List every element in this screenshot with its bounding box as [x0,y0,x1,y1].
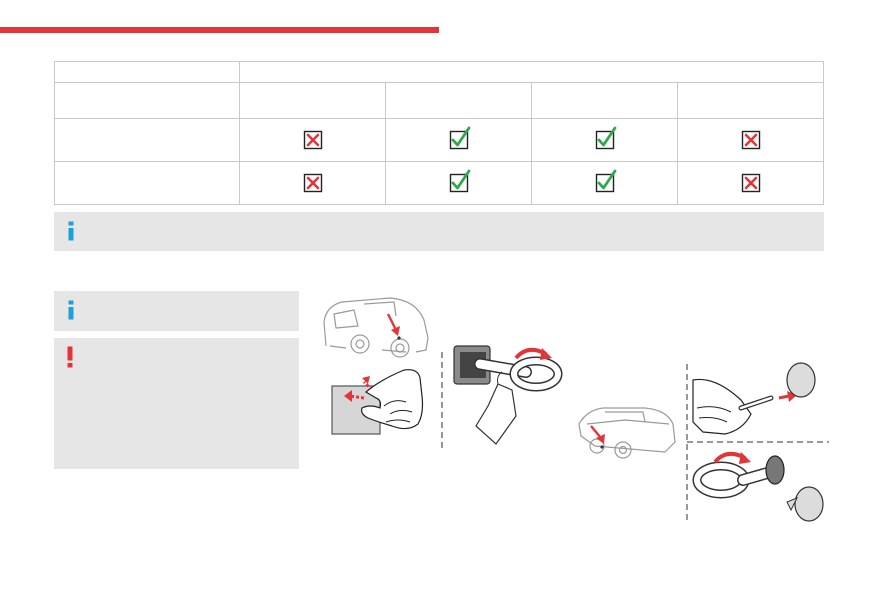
chapter-red-rule [0,27,439,33]
table-cell [385,118,532,162]
table-row-label [54,161,240,205]
table-subheader-cell [677,82,824,119]
van-front-towing-eye-illustration [323,297,563,448]
cross-icon [303,173,322,193]
table-header-cell [239,61,824,83]
van-rear-towing-eye-illustration [578,362,829,522]
info-icon [68,300,74,320]
table-header-cell [54,61,240,83]
hook-removal-detail [453,345,563,445]
cross-icon [303,130,322,150]
van-rear-view [578,407,676,459]
table-cell [239,161,386,205]
table-cell [531,161,678,205]
table-subheader-cell [531,82,678,119]
warning-note [54,338,299,469]
table-row [54,118,824,162]
cover-removal-detail [331,369,424,435]
cross-icon [741,130,760,150]
pointer-arrowhead [596,434,605,444]
compatibility-table [54,61,824,205]
check-icon [595,169,616,193]
pointer-arrow [590,425,602,439]
hook-install-detail [692,451,824,522]
table-cell [239,118,386,162]
cross-icon [741,173,760,193]
cover-removal-detail [692,362,816,435]
table-header-row [54,61,824,83]
table-subheader-cell [239,82,386,119]
table-cell [677,118,824,162]
table-cell [677,161,824,205]
towing-eye-cover-dot [600,445,604,449]
info-note [54,291,299,331]
check-icon [449,169,470,193]
exclamation-icon [67,346,73,368]
table-subheader-cell [54,82,240,119]
pointer-arrow [386,313,398,331]
check-icon [595,126,616,150]
table-row [54,161,824,205]
pointer-arrowhead [391,326,400,336]
check-icon [449,126,470,150]
towing-eye-cover-dot [397,336,401,340]
table-row-label [54,118,240,162]
info-icon [68,221,74,241]
table-subheader-cell [385,82,532,119]
table-subheader-row [54,82,824,119]
table-cell [531,118,678,162]
van-front-view [323,297,429,358]
table-cell [385,161,532,205]
info-note [54,212,824,251]
